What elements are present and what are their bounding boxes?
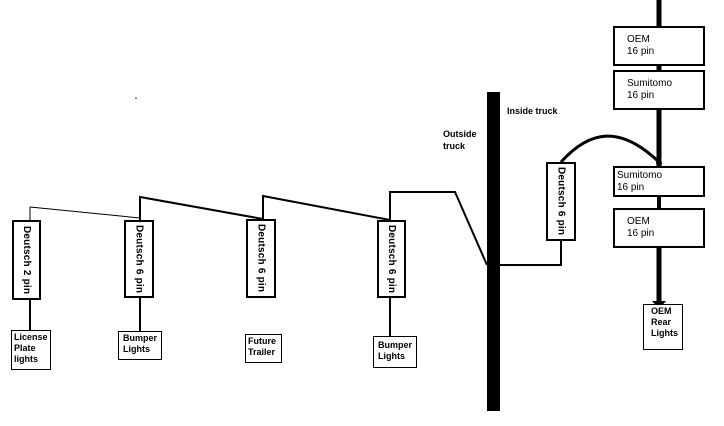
wire-inside-connector-to-wall bbox=[500, 241, 562, 266]
bumper-lights-2-line1: Bumper bbox=[378, 340, 413, 350]
wire-junction bbox=[656, 160, 662, 166]
wire-harness-chain bbox=[139, 194, 391, 221]
deutsch-6pin-trailer-label: Deutsch 6 pin bbox=[255, 224, 267, 293]
deutsch-6pin-trailer: Deutsch 6 pin bbox=[246, 219, 276, 298]
license-plate-line3: lights bbox=[14, 354, 38, 364]
deutsch-6pin-inside-label: Deutsch 6 pin bbox=[555, 167, 567, 236]
deutsch-2pin-license-label: Deutsch 2 pin bbox=[21, 225, 32, 295]
sumitomo-16pin-bottom: Sumitomo 16 pin bbox=[613, 166, 705, 197]
license-plate-line1: License bbox=[14, 332, 48, 342]
deutsch-6pin-bumper2-label: Deutsch 6 pin bbox=[386, 224, 397, 294]
oem-16pin-top-line1: OEM bbox=[627, 34, 650, 45]
license-plate-line2: Plate bbox=[14, 343, 36, 353]
outside-truck-label: Outside truck bbox=[443, 128, 477, 152]
deutsch-6pin-bumper1-label: Deutsch 6 pin bbox=[133, 224, 145, 294]
wire-arc-to-inside-connector bbox=[559, 134, 661, 164]
truck-wall bbox=[487, 92, 500, 411]
outside-truck-line1: Outside bbox=[443, 129, 477, 139]
outside-truck-line2: truck bbox=[443, 141, 466, 151]
oem-rear-lights-line1: OEM bbox=[651, 306, 672, 316]
deutsch-2pin-license: Deutsch 2 pin bbox=[12, 220, 41, 300]
inside-truck-label: Inside truck bbox=[507, 106, 558, 116]
oem-rear-lights-box: OEM Rear Lights bbox=[643, 304, 683, 350]
bumper-lights-1-line1: Bumper bbox=[123, 333, 158, 343]
sumitomo-16pin-bottom-line1: Sumitomo bbox=[617, 169, 663, 181]
sumitomo-16pin-bottom-line2: 16 pin bbox=[617, 181, 645, 193]
oem-16pin-bottom-line1: OEM bbox=[627, 216, 650, 227]
sumitomo-16pin-top: Sumitomo 16 pin bbox=[613, 70, 705, 110]
license-plate-lights-box: License Plate lights bbox=[11, 330, 51, 370]
sumitomo-16pin-top-line1: Sumitomo bbox=[627, 78, 673, 89]
sumitomo-16pin-top-line2: 16 pin bbox=[627, 90, 655, 101]
bumper-lights-1-line2: Lights bbox=[123, 344, 150, 354]
bumper-lights-2-box: Bumper Lights bbox=[373, 336, 417, 368]
wire-thin-to-license bbox=[29, 206, 141, 219]
bumper-lights-1-box: Bumper Lights bbox=[118, 331, 162, 360]
stray-dot bbox=[135, 97, 137, 99]
future-trailer-line1: Future bbox=[248, 336, 276, 346]
future-trailer-box: Future Trailer bbox=[245, 334, 282, 363]
oem-16pin-top: OEM 16 pin bbox=[613, 26, 705, 66]
oem-rear-lights-line3: Lights bbox=[651, 328, 678, 338]
oem-16pin-bottom: OEM 16 pin bbox=[613, 208, 705, 248]
bumper-lights-2-line2: Lights bbox=[378, 351, 405, 361]
oem-16pin-bottom-line2: 16 pin bbox=[627, 228, 655, 239]
deutsch-6pin-bumper2: Deutsch 6 pin bbox=[377, 220, 406, 298]
oem-16pin-top-line2: 16 pin bbox=[627, 46, 655, 57]
oem-rear-lights-line2: Rear bbox=[651, 317, 672, 327]
deutsch-6pin-bumper1: Deutsch 6 pin bbox=[124, 220, 154, 298]
deutsch-6pin-inside: Deutsch 6 pin bbox=[546, 162, 576, 241]
future-trailer-line2: Trailer bbox=[248, 347, 276, 357]
wire-wall-to-chain bbox=[389, 191, 488, 266]
